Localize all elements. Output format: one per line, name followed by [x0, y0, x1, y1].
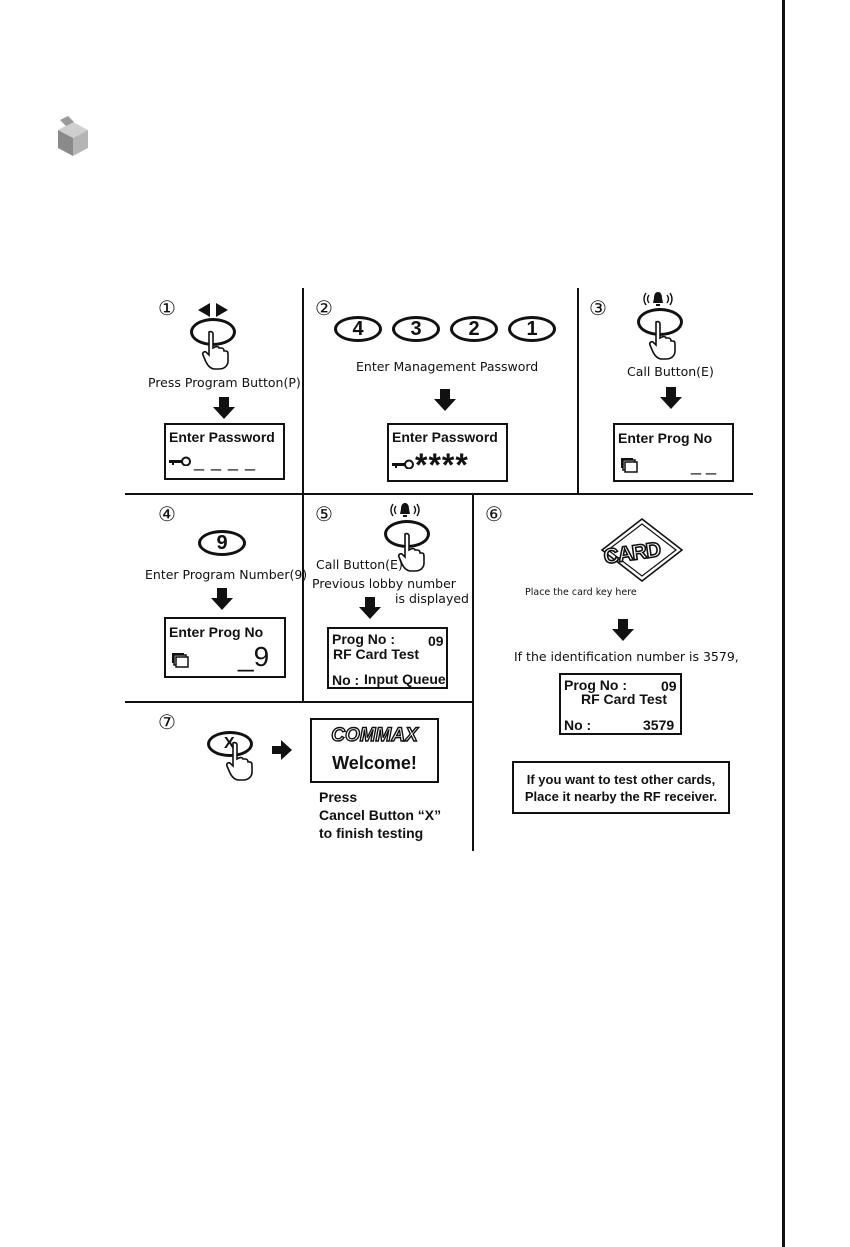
- grid-h2: [125, 701, 473, 703]
- lcd-title: Enter Prog No: [618, 430, 713, 446]
- step7-caption-cancel: Cancel Button “X”: [319, 807, 442, 823]
- step1-number: ①: [158, 296, 176, 320]
- card-stack-icon: [172, 653, 189, 668]
- bell-ringing-icon: [643, 292, 673, 306]
- down-arrow-icon: [211, 588, 233, 610]
- key-icon: [392, 459, 414, 469]
- left-right-arrows-icon: [198, 303, 228, 317]
- pointing-hand-icon: [648, 320, 676, 360]
- card-caption: Place the card key here: [525, 587, 637, 598]
- digit-button-9[interactable]: 9: [198, 530, 246, 556]
- down-arrow-icon: [434, 389, 456, 411]
- step3-lcd: Enter Prog No _ _: [613, 423, 734, 482]
- note-line-1: If you want to test other cards,: [526, 771, 716, 787]
- pointing-hand-icon: [201, 330, 229, 370]
- step1-lcd: Enter Password _ _ _ _: [164, 423, 285, 480]
- right-arrow-icon: [272, 740, 292, 760]
- grid-v3: [472, 494, 474, 851]
- lcd-title: Enter Password: [169, 429, 275, 445]
- cube-icon: [58, 116, 88, 156]
- step5-caption-call: Call Button(E): [316, 557, 403, 572]
- cancel-button-label: X: [224, 735, 235, 752]
- step3-caption: Call Button(E): [627, 364, 714, 379]
- welcome-text: Welcome!: [332, 753, 417, 773]
- card-reader-icon: [600, 517, 684, 583]
- down-arrow-icon: [660, 387, 682, 409]
- step4-caption: Enter Program Number(9): [145, 567, 308, 582]
- step4-number: ④: [158, 502, 176, 526]
- welcome-display: COMMAX Welcome!: [310, 718, 439, 783]
- key-icon: [169, 456, 191, 466]
- lcd-entry: _9: [238, 641, 270, 672]
- down-arrow-icon: [213, 397, 235, 419]
- test-other-cards-note: If you want to test other cards, Place i…: [512, 761, 730, 814]
- down-arrow-icon: [359, 597, 381, 619]
- page-edge-line: [782, 0, 785, 1247]
- grid-v2: [577, 288, 579, 494]
- digit-button-2[interactable]: 2: [450, 316, 498, 342]
- step5-number: ⑤: [315, 502, 333, 526]
- digit-button-1[interactable]: 1: [508, 316, 556, 342]
- step7-caption-press: Press: [319, 789, 358, 805]
- step6-number: ⑥: [485, 502, 503, 526]
- step2-caption: Enter Management Password: [356, 359, 539, 374]
- step2-number: ②: [315, 296, 333, 320]
- lcd-title: Enter Prog No: [169, 624, 264, 640]
- lcd-no-label: No :: [332, 672, 360, 688]
- lcd-prog-value: 09: [661, 678, 677, 694]
- bell-ringing-icon: [390, 503, 420, 517]
- lcd-mode: RF Card Test: [581, 691, 668, 707]
- id-caption: If the identification number is 3579,: [514, 649, 739, 664]
- lcd-entry: ****: [415, 447, 469, 483]
- step2-lcd: Enter Password ****: [387, 423, 508, 483]
- step5-caption-displayed: is displayed: [395, 591, 469, 606]
- lcd-no-value: 3579: [643, 717, 675, 733]
- lcd-prog-value: 09: [428, 633, 444, 649]
- grid-h1: [125, 493, 753, 495]
- down-arrow-icon: [612, 619, 634, 641]
- step7-number: ⑦: [158, 710, 176, 734]
- lcd-no-value: Input Queue: [364, 671, 446, 687]
- digit-button-3[interactable]: 3: [392, 316, 440, 342]
- commax-logo: COMMAX: [331, 724, 419, 746]
- step4-lcd: Enter Prog No _9: [164, 617, 286, 678]
- digit-button-4[interactable]: 4: [334, 316, 382, 342]
- step7-caption-finish: to finish testing: [319, 825, 424, 841]
- lcd-prog-label: Prog No :: [332, 631, 395, 647]
- lcd-no-label: No :: [564, 717, 592, 733]
- lcd-prog-label: Prog No :: [564, 677, 627, 693]
- step5-lcd: Prog No : 09 RF Card Test No : Input Que…: [327, 627, 448, 689]
- step1-caption: Press Program Button(P): [148, 375, 301, 390]
- note-line-2: Place it nearby the RF receiver.: [524, 788, 718, 804]
- card-stack-icon: [621, 458, 638, 473]
- lcd-entry: _ _: [691, 455, 717, 475]
- grid-v1: [302, 288, 304, 702]
- step5-caption-previous: Previous lobby number: [312, 576, 456, 591]
- lcd-entry: _ _ _ _: [194, 451, 257, 471]
- pointing-hand-icon: [225, 741, 253, 781]
- pointing-hand-icon: [397, 532, 425, 572]
- lcd-title: Enter Password: [392, 429, 498, 445]
- cancel-button[interactable]: X: [207, 731, 253, 757]
- step3-number: ③: [589, 296, 607, 320]
- lcd-mode: RF Card Test: [333, 646, 420, 662]
- step6-lcd: Prog No : 09 RF Card Test No : 3579: [559, 673, 682, 735]
